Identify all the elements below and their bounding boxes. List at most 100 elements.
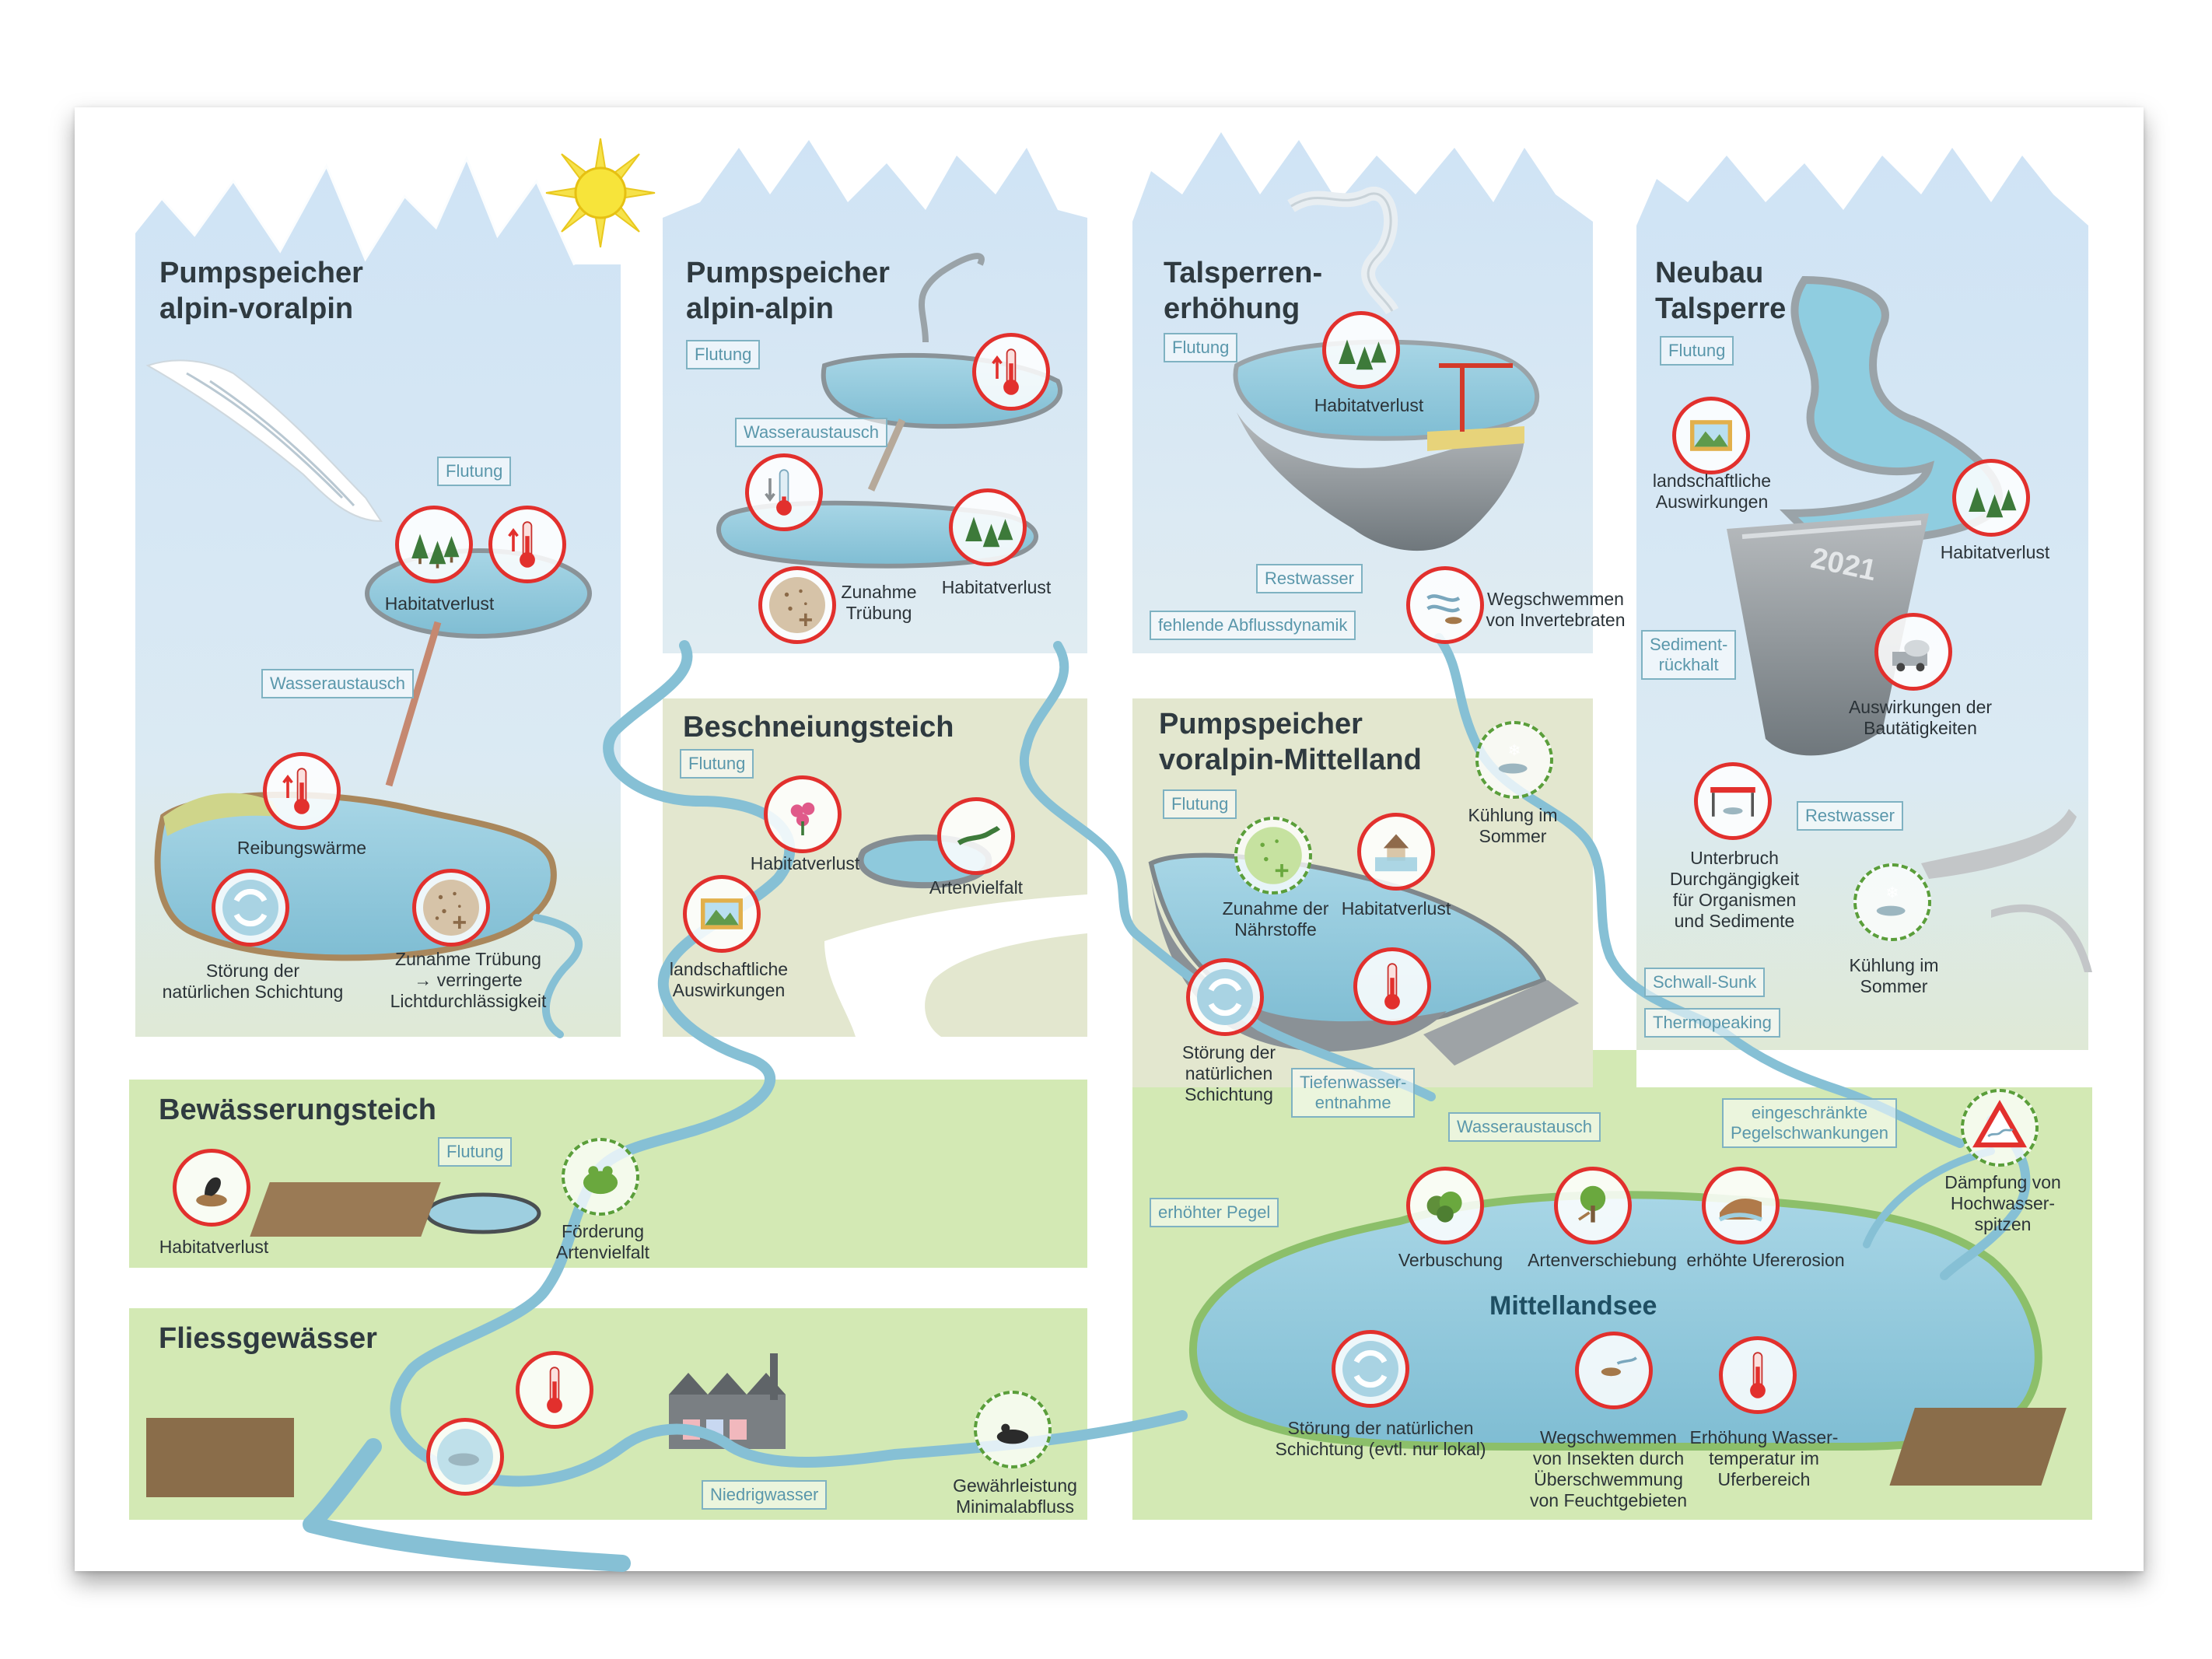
label-hochwasser: Dämpfung von Hochwasser- spitzen (1944, 1172, 2061, 1234)
label-habitatverlust: Habitatverlust (384, 593, 495, 614)
stratification-icon (1332, 1330, 1409, 1408)
thermometer-up-icon (1353, 947, 1431, 1025)
field-left (146, 1418, 294, 1497)
thermometer-up-icon (263, 752, 341, 830)
flooded-house-icon (1357, 813, 1435, 891)
irrigation-field (250, 1182, 441, 1237)
label-minimalabfluss: Gewährleistung Minimalabfluss (953, 1475, 1077, 1517)
species-shift-icon (1554, 1167, 1632, 1244)
label-wassertemperatur-ufer: Erhöhung Wasser- temperatur im Uferberei… (1689, 1427, 1839, 1489)
erosion-icon (1702, 1167, 1780, 1244)
turbidity-icon (412, 869, 490, 947)
tag-wasseraustausch: Wasseraustausch (735, 418, 888, 447)
tag-pegelschwankungen: eingeschränkte Pegelschwankungen (1722, 1098, 1898, 1148)
bird-icon (974, 1391, 1052, 1468)
label-wegschwemmen-invertebraten: Wegschwemmen von Invertebraten (1486, 589, 1626, 630)
lizard-icon (937, 797, 1015, 875)
thermometer-up-icon (516, 1351, 593, 1429)
label-zunahme-naehrstoffe: Zunahme der Nährstoffe (1222, 898, 1329, 940)
tag-flutung: Flutung (438, 1137, 513, 1167)
label-habitatverlust: Habitatverlust (750, 853, 860, 873)
label-artenvielfalt: Artenvielfalt (929, 877, 1024, 898)
nutrients-icon (1234, 817, 1312, 894)
label-zunahme-truebung: Zunahme Trübung (841, 582, 917, 623)
landscape-painting-icon (683, 875, 761, 953)
tag-thermopeaking: Thermopeaking (1644, 1008, 1780, 1038)
flood-warning-sign-icon (1961, 1089, 2039, 1167)
habitat-loss-icon (1322, 311, 1400, 389)
label-foerderung-artenvielfalt: Förderung Artenvielfalt (555, 1221, 650, 1262)
habitat-loss-icon (1952, 459, 2030, 537)
tag-wasseraustausch: Wasseraustausch (261, 669, 415, 698)
title-line: Pumpspeicher (1159, 708, 1363, 740)
tag-flutung: Flutung (1660, 336, 1734, 366)
bird-nest-icon (173, 1149, 250, 1227)
tag-flutung: Flutung (680, 749, 754, 779)
tag-flutung: Flutung (1163, 789, 1237, 819)
habitat-loss-icon (949, 488, 1027, 566)
barrier-icon (1694, 762, 1772, 840)
label-landschaftliche-auswirkungen: landschaftliche Auswirkungen (1652, 471, 1772, 512)
habitat-loss-icon (395, 506, 473, 583)
tag-restwasser: Restwasser (1256, 564, 1363, 593)
construction-vehicle-icon (1874, 613, 1952, 691)
stratification-icon (1186, 958, 1264, 1036)
title-line: Pumpspeicher (159, 257, 363, 289)
title-neubau: Neubau Talsperre (1655, 255, 1786, 327)
cooling-icon: ❄ (1475, 721, 1553, 799)
title-line: erhöhung (1164, 292, 1300, 325)
label-habitatverlust: Habitatverlust (1341, 898, 1451, 919)
label-landschaftliche-auswirkungen: landschaftliche Auswirkungen (669, 959, 789, 1000)
label-wegschwemmen-insekten: Wegschwemmen von Insekten durch Überschw… (1529, 1427, 1688, 1510)
shrub-icon (1406, 1167, 1484, 1244)
tag-restwasser: Restwasser (1797, 801, 1903, 831)
title-line: voralpin-Mittelland (1159, 744, 1422, 776)
svg-text:❄: ❄ (1886, 883, 1899, 901)
svg-text:❄: ❄ (1508, 740, 1521, 759)
tag-tiefenwasserentnahme: Tiefenwasser- entnahme (1291, 1068, 1416, 1118)
tag-flutung: Flutung (437, 457, 512, 486)
tag-abflussdynamik: fehlende Abflussdynamik (1150, 611, 1356, 640)
label-kuehlung-sommer: Kühlung im Sommer (1468, 805, 1558, 846)
thermometer-down-icon (745, 453, 823, 531)
title-line: Neubau (1655, 257, 1764, 289)
thermometer-up-icon (1719, 1336, 1797, 1414)
label-habitatverlust: Habitatverlust (1314, 395, 1424, 415)
stratification-icon (212, 869, 289, 947)
title-voralpin-mittelland: Pumpspeicher voralpin-Mittelland (1159, 706, 1422, 778)
tag-wasseraustausch: Wasseraustausch (1448, 1112, 1601, 1142)
title-mittellandsee: Mittellandsee (1489, 1291, 1657, 1321)
label-reibungswaerme: Reibungswärme (236, 838, 367, 858)
label-ufererosion: erhöhte Ufererosion (1686, 1250, 1845, 1270)
label-zunahme-truebung: Zunahme Trübung → verringerte Lichtdurch… (390, 949, 547, 1011)
label-stoerung-schichtung: Störung der natürlichen Schichtung (1181, 1042, 1276, 1104)
turbidity-icon (758, 566, 836, 644)
title-line: alpin-alpin (686, 292, 834, 325)
thermometer-up-icon (488, 506, 566, 583)
tag-schwall-sunk: Schwall-Sunk (1644, 968, 1766, 997)
tag-flutung: Flutung (686, 340, 761, 369)
label-stoerung-schichtung: Störung der natürlichen Schichtung (162, 961, 344, 1002)
title-line: Talsperre (1655, 292, 1787, 325)
title-bewaesserung: Bewässerungsteich (159, 1094, 436, 1126)
frog-icon (562, 1138, 639, 1216)
insect-washout-icon (1575, 1332, 1653, 1409)
title-line: Talsperren- (1164, 257, 1323, 289)
flower-icon (764, 775, 842, 853)
label-kuehlung-sommer: Kühlung im Sommer (1849, 955, 1939, 996)
label-habitatverlust: Habitatverlust (1940, 542, 2050, 562)
sun-illustration (545, 138, 656, 248)
label-stoerung-schichtung-lokal: Störung der natürlichen Schichtung (evtl… (1275, 1418, 1486, 1459)
title-line: alpin-voralpin (159, 292, 354, 325)
field-right (1889, 1408, 2067, 1486)
tag-flutung: Flutung (1164, 333, 1238, 362)
fish-icon (426, 1418, 504, 1496)
tag-erhoehter-pegel: erhöhter Pegel (1150, 1198, 1279, 1227)
title-talsperren: Talsperren- erhöhung (1164, 255, 1322, 327)
title-alpin-alpin: Pumpspeicher alpin-alpin (686, 255, 890, 327)
label-habitatverlust: Habitatverlust (941, 577, 1052, 597)
title-beschneiung: Beschneiungsteich (683, 711, 954, 744)
label-artenverschiebung: Artenverschiebung (1528, 1250, 1677, 1270)
label-habitatverlust: Habitatverlust (159, 1237, 269, 1257)
invertebrate-washout-icon (1406, 566, 1484, 644)
